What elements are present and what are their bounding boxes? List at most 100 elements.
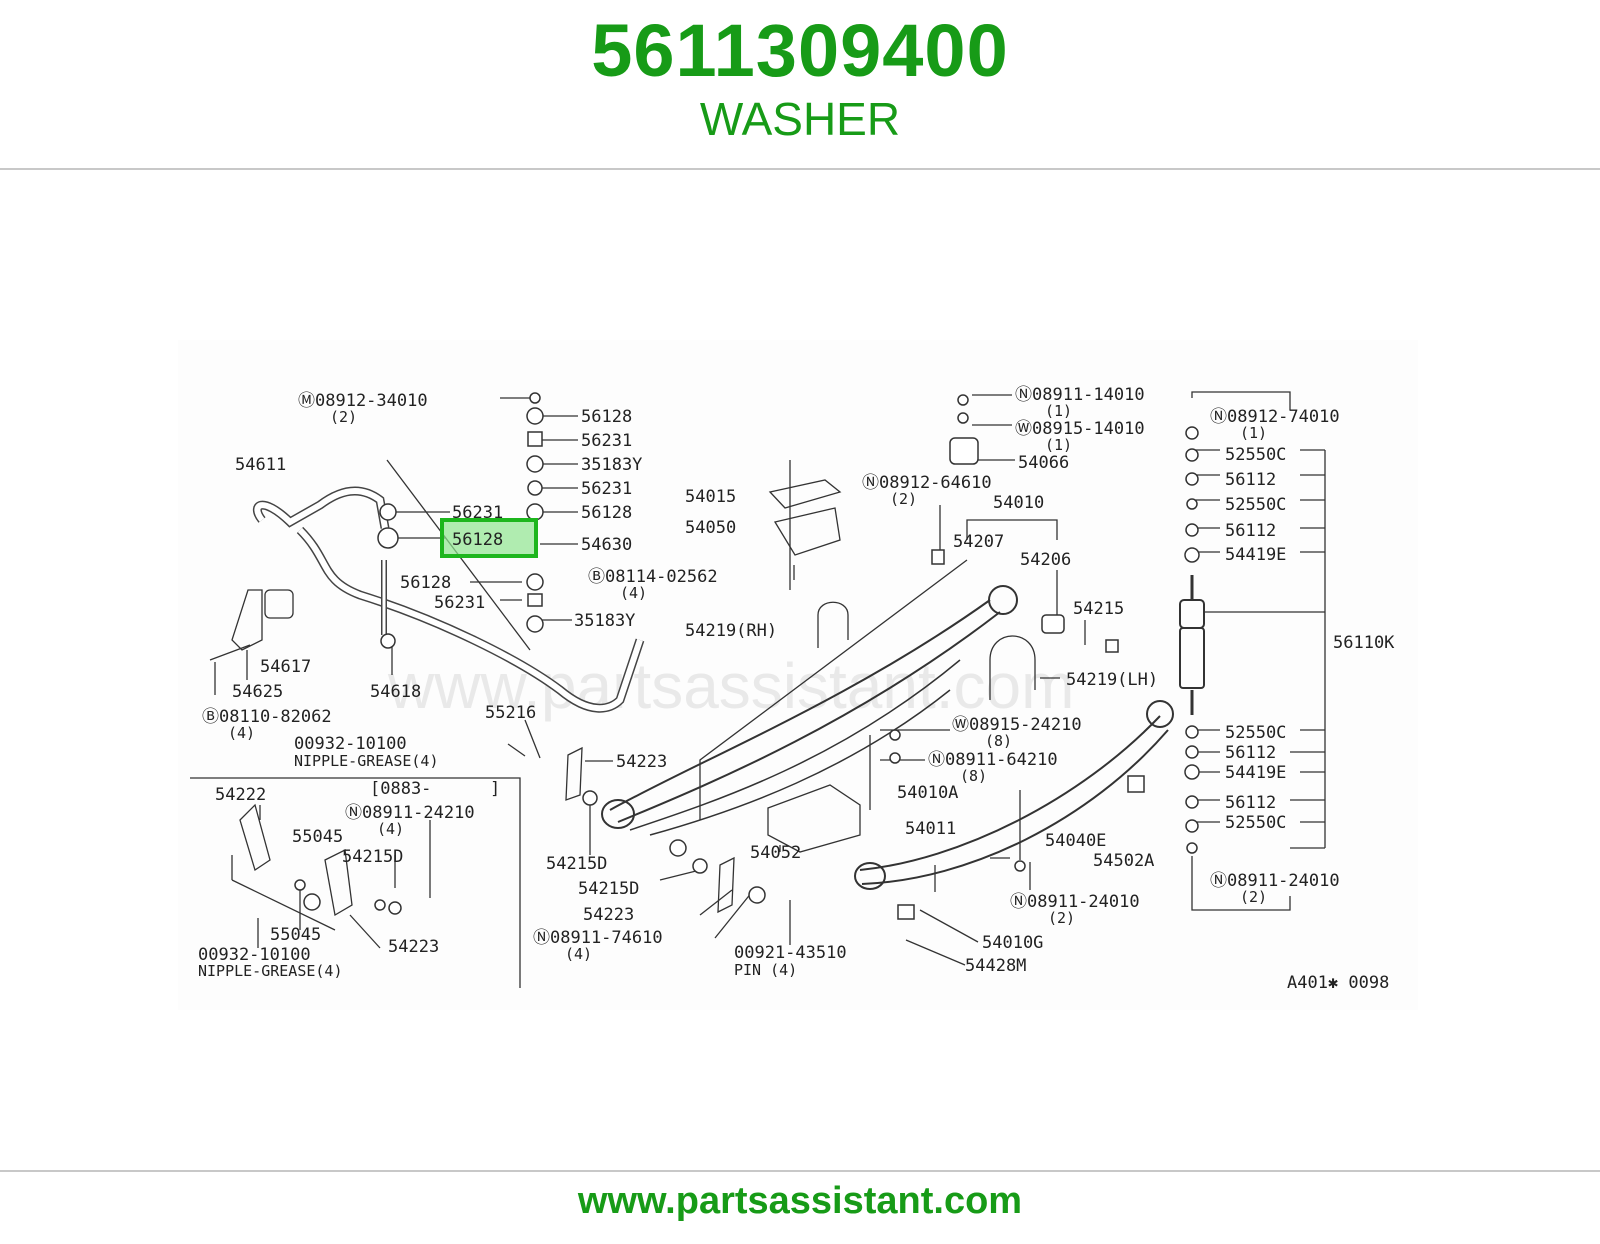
label: Ⓝ08911-64210 — [928, 750, 1058, 770]
label: 54011 — [905, 819, 956, 839]
label: (4) — [377, 820, 404, 838]
label: (1) — [1045, 402, 1072, 420]
label: (1) — [1045, 436, 1072, 454]
label: 56231 — [452, 503, 503, 523]
label: Ⓝ08911-24210 — [345, 803, 475, 823]
label: 56112 — [1225, 743, 1276, 763]
label: 54428M — [965, 956, 1026, 976]
label: 00932-10100 — [294, 734, 407, 754]
label: 56110K — [1333, 633, 1395, 653]
label: 54419E — [1225, 763, 1286, 783]
header: 5611309400 WASHER — [0, 0, 1600, 168]
label: 54223 — [616, 752, 667, 772]
label: 54010A — [897, 783, 958, 803]
label: 54219(LH) — [1066, 670, 1158, 690]
label: (1) — [1240, 424, 1267, 442]
hardware-parts — [294, 392, 1200, 920]
label: (4) — [228, 724, 255, 742]
label: 54223 — [583, 905, 634, 925]
label: NIPPLE-GREASE(4) — [198, 962, 343, 980]
label: 54611 — [235, 455, 286, 475]
part-labels: Ⓜ08912-34010 (2) 56128 56231 35183Y 5623… — [198, 385, 1395, 993]
label: Ⓑ08110-82062 — [202, 707, 332, 727]
label: 54502A — [1093, 851, 1154, 871]
diagram-area — [178, 340, 1418, 1010]
label: 54617 — [260, 657, 311, 677]
label: 54015 — [685, 487, 736, 507]
label: 54618 — [370, 682, 421, 702]
label: 54206 — [1020, 550, 1071, 570]
label: Ⓦ08915-24210 — [952, 715, 1082, 735]
label: 54222 — [215, 785, 266, 805]
drawing-lines — [190, 391, 1326, 988]
label: 56231 — [434, 593, 485, 613]
part-number: 5611309400 — [591, 9, 1009, 92]
label: 52550C — [1225, 723, 1286, 743]
label: [0883- — [370, 779, 431, 799]
label: 56231 — [581, 431, 632, 451]
label: 52550C — [1225, 813, 1286, 833]
label: (4) — [565, 945, 592, 963]
label: 54625 — [232, 682, 283, 702]
label: Ⓝ08911-24010 — [1010, 892, 1140, 912]
label: 54010G — [982, 933, 1043, 953]
label: Ⓦ08915-14010 — [1015, 419, 1145, 439]
label: 54040E — [1045, 831, 1106, 851]
footer-divider — [0, 1170, 1600, 1172]
label: Ⓝ08911-24010 — [1210, 871, 1340, 891]
label: 54219(RH) — [685, 621, 777, 641]
label: 54223 — [388, 937, 439, 957]
label: (2) — [1240, 888, 1267, 906]
label: (8) — [985, 732, 1012, 750]
label: (8) — [960, 767, 987, 785]
label: NIPPLE-GREASE(4) — [294, 752, 439, 770]
diagram-code: A401✱ 0098 — [1287, 973, 1389, 993]
part-name: WASHER — [699, 93, 901, 145]
label: Ⓝ08912-64610 — [862, 473, 992, 493]
label: 56112 — [1225, 793, 1276, 813]
label: Ⓝ08912-74010 — [1210, 407, 1340, 427]
label: 56231 — [581, 479, 632, 499]
label: 56112 — [1225, 521, 1276, 541]
label: 54050 — [685, 518, 736, 538]
label: 54215D — [546, 854, 607, 874]
label: Ⓜ08912-34010 — [298, 391, 428, 411]
label: Ⓝ08911-74610 — [533, 928, 663, 948]
label: 00921-43510 — [734, 943, 847, 963]
label: 55216 — [485, 703, 536, 723]
label: 55045 — [292, 827, 343, 847]
label: 56128 — [400, 573, 451, 593]
label: 54419E — [1225, 545, 1286, 565]
label: 54052 — [750, 843, 801, 863]
label: 56112 — [1225, 470, 1276, 490]
label: Ⓝ08911-14010 — [1015, 385, 1145, 405]
highlight-box[interactable] — [440, 518, 538, 558]
label: 55045 — [270, 925, 321, 945]
label: PIN (4) — [734, 961, 797, 979]
label: 56128 — [581, 407, 632, 427]
footer-url[interactable]: www.partsassistant.com — [577, 1180, 1023, 1222]
header-divider — [0, 168, 1600, 170]
watermark: www.partsassistant.com — [387, 650, 1074, 722]
label: 56128 — [581, 503, 632, 523]
label: Ⓑ08114-02562 — [588, 567, 718, 587]
label: 35183Y — [581, 455, 642, 475]
label: (2) — [1048, 909, 1075, 927]
label: 52550C — [1225, 495, 1286, 515]
label: (4) — [620, 584, 647, 602]
highlighted-part-label[interactable]: 56128 — [452, 530, 503, 550]
label: (2) — [890, 490, 917, 508]
label: 54066 — [1018, 453, 1069, 473]
label: 35183Y — [574, 611, 635, 631]
label: 54630 — [581, 535, 632, 555]
label: ] — [490, 779, 500, 799]
label: 54215D — [342, 847, 403, 867]
label: 54207 — [953, 532, 1004, 552]
label: 54010 — [993, 493, 1044, 513]
label: 54215 — [1073, 599, 1124, 619]
label: 54215D — [578, 879, 639, 899]
label: (2) — [330, 408, 357, 426]
label: 52550C — [1225, 445, 1286, 465]
